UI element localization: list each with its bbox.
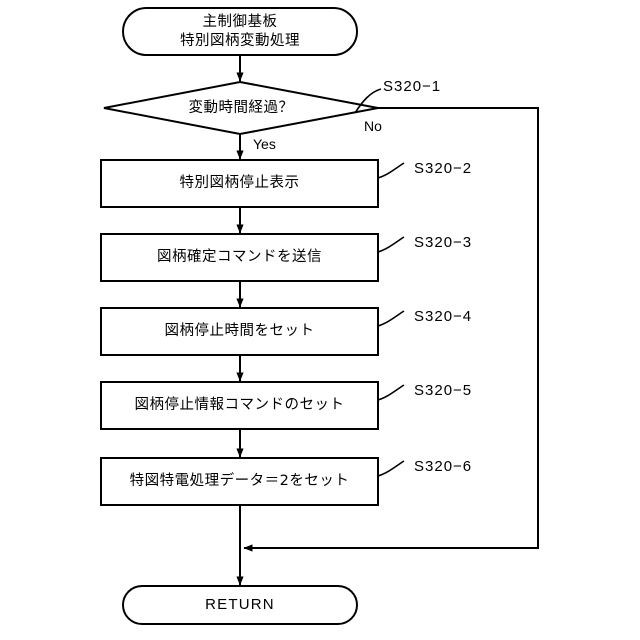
end-terminator-shape <box>122 585 358 625</box>
step-label-s320-6: S320−6 <box>414 458 473 475</box>
branch-label-no: No <box>364 118 382 134</box>
process-box-4-shape <box>100 381 379 430</box>
leader-line-s320-1 <box>354 88 382 114</box>
process-box-2-shape <box>100 233 379 282</box>
leader-line-s320-4 <box>377 310 405 327</box>
step-label-s320-5: S320−5 <box>414 382 473 399</box>
process-box-5-shape <box>100 457 379 506</box>
leader-line-s320-5 <box>377 384 405 401</box>
start-terminator-shape <box>122 7 358 56</box>
process-box-1-shape <box>100 159 379 208</box>
connector-no-branch <box>243 107 539 552</box>
step-label-s320-4: S320−4 <box>414 308 473 325</box>
leader-line-s320-2 <box>377 162 405 179</box>
branch-label-yes: Yes <box>253 136 276 152</box>
step-label-s320-2: S320−2 <box>414 160 473 177</box>
decision-diamond-shape <box>103 80 379 136</box>
leader-line-s320-6 <box>377 460 405 477</box>
step-label-s320-3: S320−3 <box>414 234 473 251</box>
step-label-s320-1: S320−1 <box>383 78 442 95</box>
leader-line-s320-3 <box>377 236 405 253</box>
process-box-3-shape <box>100 307 379 356</box>
